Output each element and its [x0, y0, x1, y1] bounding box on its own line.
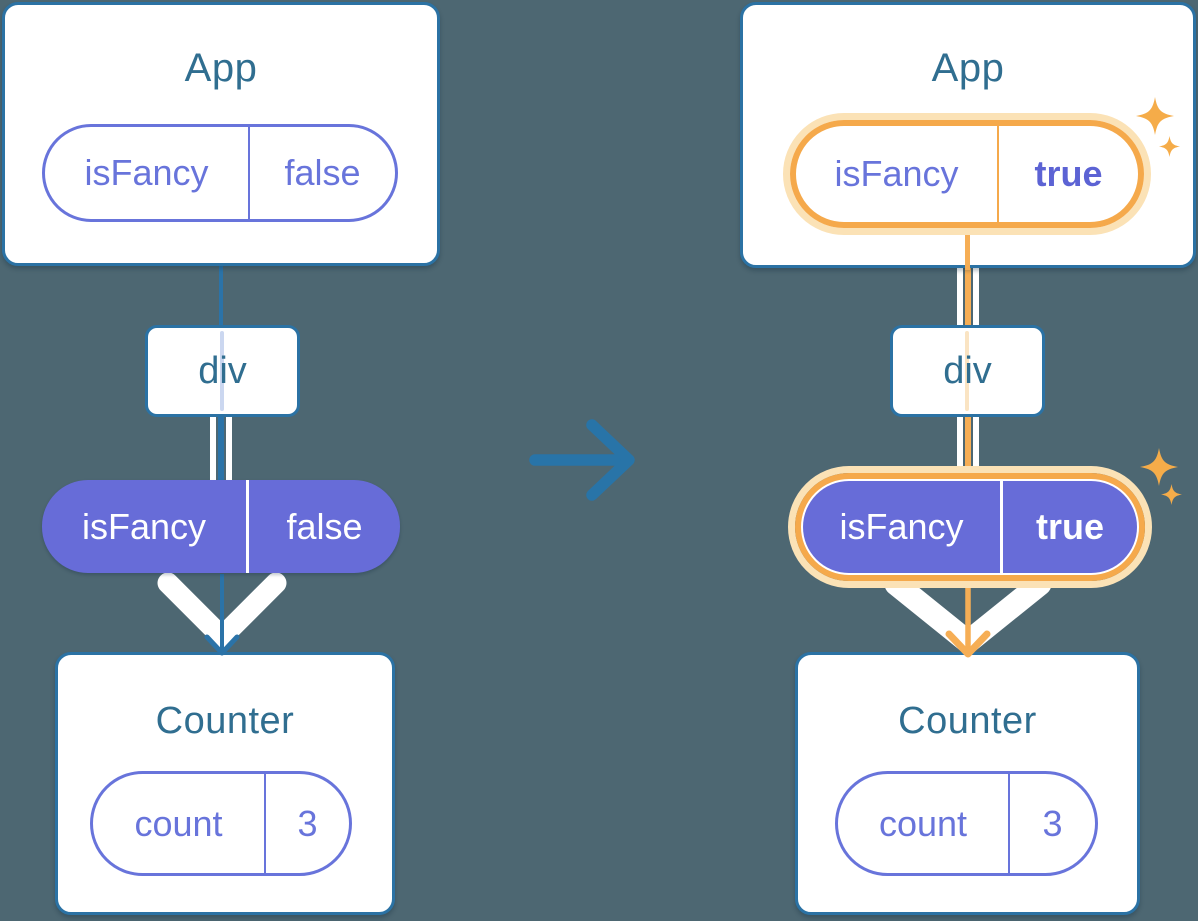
state-key: isFancy: [84, 152, 209, 193]
counter-title: Counter: [155, 700, 295, 742]
flow-arrow-down: [157, 572, 287, 656]
app-title: App: [931, 46, 1005, 90]
prop-key: isFancy: [81, 505, 207, 547]
prop-pill: isFancy false: [42, 480, 400, 573]
flow-arrow-down: [884, 572, 1052, 658]
arrow-head: [204, 634, 240, 656]
pill-divider: [248, 127, 250, 219]
app-state-pill-highlighted: isFancy true: [783, 113, 1151, 235]
prop-key: isFancy: [839, 506, 964, 547]
div-passthrough-line: [220, 331, 224, 411]
edge-div-prop: [957, 417, 979, 470]
transition-arrow-icon: [529, 419, 635, 501]
state-value: true: [1034, 153, 1103, 194]
count-pill: count 3: [90, 771, 352, 876]
pill-divider: [246, 480, 249, 573]
arrow-head: [945, 630, 991, 658]
edge-app-div: [957, 267, 979, 327]
sparkle-icon: [1161, 484, 1182, 505]
div-label: div: [943, 349, 992, 392]
div-box: div: [890, 325, 1045, 417]
counter-title: Counter: [898, 700, 1037, 742]
div-box: div: [145, 325, 300, 417]
sparkle-icon: [1159, 136, 1180, 157]
edge-pill-card: [965, 228, 970, 270]
edge-app-div: [219, 265, 223, 327]
div-passthrough-line: [965, 331, 969, 411]
pill-divider: [1008, 774, 1010, 873]
app-state-pill: isFancy false: [42, 124, 398, 222]
state-value: 3: [297, 802, 318, 844]
sparkle-icon: [1136, 97, 1174, 135]
prop-pill-highlighted: isFancy true: [788, 466, 1152, 588]
pill-divider: [1000, 481, 1003, 573]
sparkle-icon: [1140, 448, 1178, 486]
app-title: App: [184, 46, 258, 90]
state-key: count: [134, 802, 223, 844]
count-pill: count 3: [835, 771, 1098, 876]
edge-div-prop: [210, 417, 232, 482]
pill-divider: [997, 126, 999, 222]
state-value: false: [284, 152, 361, 193]
pill-divider: [264, 774, 266, 873]
state-key: count: [878, 802, 968, 844]
prop-value: true: [1035, 506, 1104, 547]
prop-value: false: [286, 505, 363, 547]
state-key: isFancy: [834, 153, 959, 194]
state-value: 3: [1042, 802, 1063, 844]
div-label: div: [198, 349, 247, 392]
